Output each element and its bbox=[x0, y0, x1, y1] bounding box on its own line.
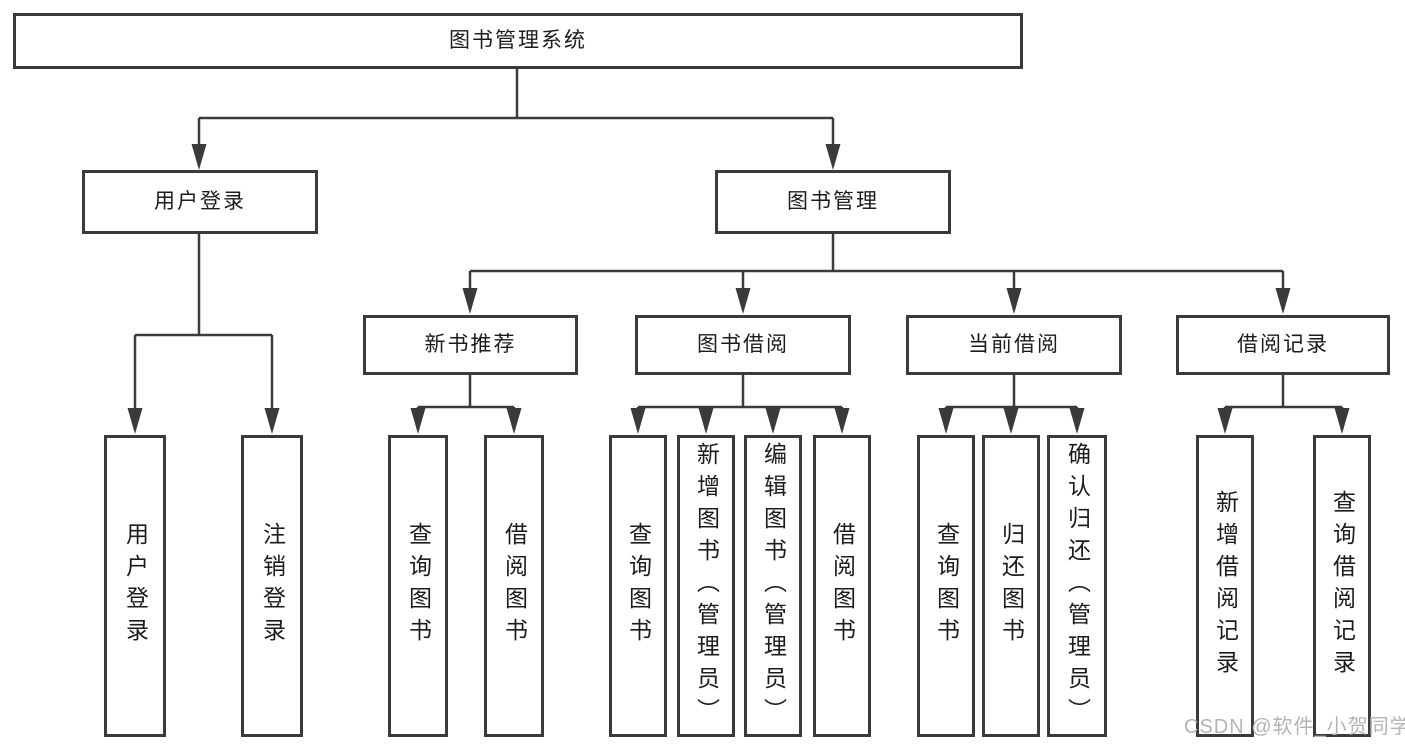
node-user-login: 用户登录 bbox=[82, 170, 318, 234]
leaf-edit-book-admin-label: 编辑图书（管理员） bbox=[760, 442, 787, 730]
arrowhead-icon bbox=[1006, 288, 1022, 314]
leaf-confirm-return-admin-label: 确认归还（管理员） bbox=[1064, 442, 1091, 730]
leaf-confirm-return-admin: 确认归还（管理员） bbox=[1047, 435, 1107, 737]
connector-root-to-level2 bbox=[191, 69, 841, 170]
arrowhead-icon bbox=[765, 408, 781, 434]
leaf-query-book-borrow: 查询图书 bbox=[609, 435, 667, 737]
leaf-query-borrow-record: 查询借阅记录 bbox=[1313, 435, 1371, 737]
arrowhead-icon bbox=[1003, 408, 1019, 434]
connector-book-management-to-level3 bbox=[462, 234, 1291, 314]
leaf-borrow-book-borrow-label: 借阅图书 bbox=[829, 522, 856, 650]
leaf-return-book: 归还图书 bbox=[982, 435, 1040, 737]
leaf-add-book-admin: 新增图书（管理员） bbox=[677, 435, 735, 737]
node-book-borrow-label: 图书借阅 bbox=[697, 333, 789, 357]
leaf-user-login-label: 用户登录 bbox=[122, 522, 149, 650]
arrowhead-icon bbox=[1275, 288, 1291, 314]
leaf-user-login: 用户登录 bbox=[104, 435, 166, 737]
leaf-query-borrow-record-label: 查询借阅记录 bbox=[1329, 490, 1356, 682]
leaf-edit-book-admin: 编辑图书（管理员） bbox=[744, 435, 802, 737]
arrowhead-icon bbox=[938, 408, 954, 434]
node-book-borrow: 图书借阅 bbox=[635, 315, 851, 375]
arrowhead-icon bbox=[191, 144, 207, 170]
arrowhead-icon bbox=[127, 408, 143, 434]
arrowhead-icon bbox=[1334, 408, 1350, 434]
leaf-borrow-book-borrow: 借阅图书 bbox=[813, 435, 871, 737]
node-borrow-record-label: 借阅记录 bbox=[1237, 333, 1329, 357]
leaf-add-borrow-record-label: 新增借阅记录 bbox=[1212, 490, 1239, 682]
connector-current-borrow-to-leaves bbox=[938, 375, 1085, 434]
leaf-borrow-book-recommend: 借阅图书 bbox=[484, 435, 544, 737]
leaf-add-borrow-record: 新增借阅记录 bbox=[1196, 435, 1254, 737]
arrowhead-icon bbox=[506, 408, 522, 434]
arrowhead-icon bbox=[735, 288, 751, 314]
node-new-book-recommend: 新书推荐 bbox=[363, 315, 578, 375]
arrowhead-icon bbox=[834, 408, 850, 434]
leaf-query-book-recommend-label: 查询图书 bbox=[405, 522, 432, 650]
leaf-query-book-current-label: 查询图书 bbox=[933, 522, 960, 650]
leaf-logout-label: 注销登录 bbox=[259, 522, 286, 650]
node-borrow-record: 借阅记录 bbox=[1176, 315, 1390, 375]
leaf-query-book-borrow-label: 查询图书 bbox=[625, 522, 652, 650]
node-library-management-system: 图书管理系统 bbox=[13, 13, 1023, 69]
leaf-borrow-book-recommend-label: 借阅图书 bbox=[501, 522, 528, 650]
leaf-return-book-label: 归还图书 bbox=[998, 522, 1025, 650]
connector-book-borrow-to-leaves bbox=[630, 375, 850, 434]
arrowhead-icon bbox=[1217, 408, 1233, 434]
node-book-management: 图书管理 bbox=[715, 170, 951, 234]
connector-borrow-record-to-leaves bbox=[1217, 375, 1350, 434]
node-current-borrow-label: 当前借阅 bbox=[968, 333, 1060, 357]
node-new-book-recommend-label: 新书推荐 bbox=[424, 333, 517, 357]
arrowhead-icon bbox=[630, 408, 646, 434]
leaf-logout: 注销登录 bbox=[241, 435, 303, 737]
leaf-add-book-admin-label: 新增图书（管理员） bbox=[693, 442, 720, 730]
arrowhead-icon bbox=[1069, 408, 1085, 434]
arrowhead-icon bbox=[698, 408, 714, 434]
connector-new-book-recommend-to-leaves bbox=[410, 375, 522, 434]
node-user-login-label: 用户登录 bbox=[154, 190, 246, 214]
node-library-management-system-label: 图书管理系统 bbox=[449, 29, 587, 53]
arrowhead-icon bbox=[410, 408, 426, 434]
leaf-query-book-recommend: 查询图书 bbox=[388, 435, 448, 737]
connector-user-login-to-leaves bbox=[127, 234, 280, 434]
node-book-management-label: 图书管理 bbox=[787, 190, 879, 214]
leaf-query-book-current: 查询图书 bbox=[917, 435, 975, 737]
watermark: CSDN @软件_小贺同学 bbox=[1184, 716, 1405, 738]
node-current-borrow: 当前借阅 bbox=[906, 315, 1122, 375]
arrowhead-icon bbox=[825, 144, 841, 170]
arrowhead-icon bbox=[462, 288, 478, 314]
arrowhead-icon bbox=[264, 408, 280, 434]
